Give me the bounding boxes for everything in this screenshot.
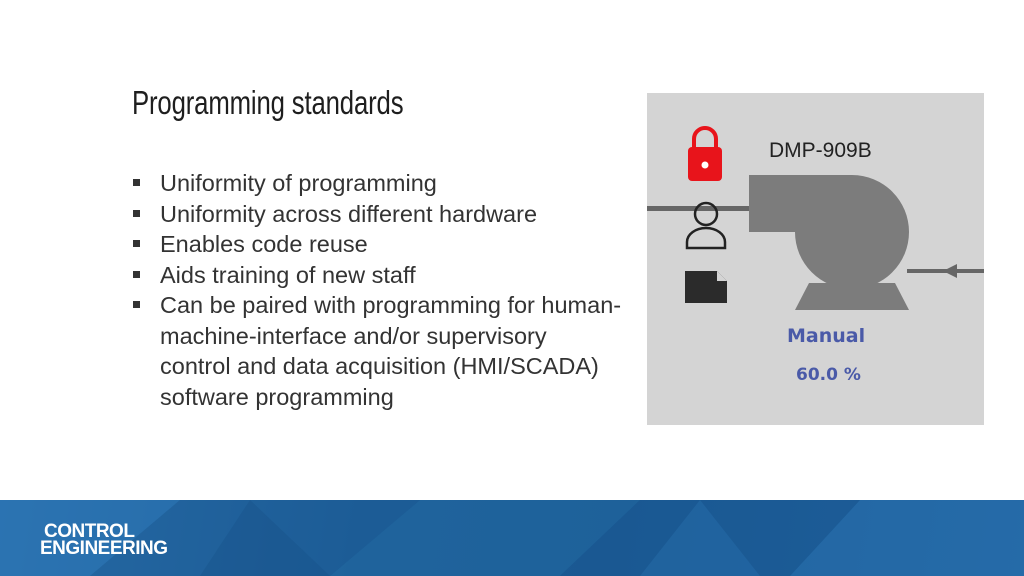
control-engineering-logo: CONTROL ENGINEERING	[40, 521, 168, 559]
bullet-item: Aids training of new staff	[133, 260, 623, 291]
document-icon	[685, 271, 727, 303]
hmi-pump-faceplate: DMP-909B Manual 60.0 %	[647, 93, 984, 425]
pump-graphic	[647, 126, 984, 310]
pump-body	[749, 175, 909, 289]
bullet-item: Uniformity across different hardware	[133, 199, 623, 230]
logo-line2: ENGINEERING	[40, 538, 168, 559]
lock-icon	[688, 126, 722, 181]
mode-status[interactable]: Manual	[787, 325, 866, 347]
flow-arrow-icon	[943, 264, 957, 278]
bullet-square-icon	[133, 179, 140, 186]
operator-icon	[685, 201, 727, 250]
bullet-item: Can be paired with programming for human…	[133, 290, 623, 412]
logo-line1: CONTROL	[44, 521, 135, 542]
bullet-square-icon	[133, 301, 140, 308]
footer-banner: CONTROL ENGINEERING	[0, 500, 1024, 576]
bullet-text: Can be paired with programming for human…	[160, 292, 622, 410]
bullet-text: Enables code reuse	[160, 231, 368, 257]
bullet-text: Aids training of new staff	[160, 261, 416, 288]
bullet-item: Uniformity of programming	[133, 168, 623, 199]
slide-title: Programming standards	[132, 84, 404, 121]
inlet-pipe	[647, 206, 752, 211]
bullet-text: Uniformity of programming	[160, 170, 437, 196]
footer-pattern	[0, 500, 1024, 576]
bullet-square-icon	[133, 209, 140, 217]
pump-tag-label: DMP-909B	[769, 139, 872, 162]
bullet-list: Uniformity of programming Uniformity acr…	[133, 168, 623, 412]
bullet-square-icon	[133, 270, 140, 278]
output-value[interactable]: 60.0 %	[796, 365, 861, 385]
bullet-square-icon	[133, 240, 140, 247]
pump-base	[795, 283, 909, 310]
bullet-item: Enables code reuse	[133, 229, 623, 260]
bullet-text: Uniformity across different hardware	[160, 200, 538, 227]
